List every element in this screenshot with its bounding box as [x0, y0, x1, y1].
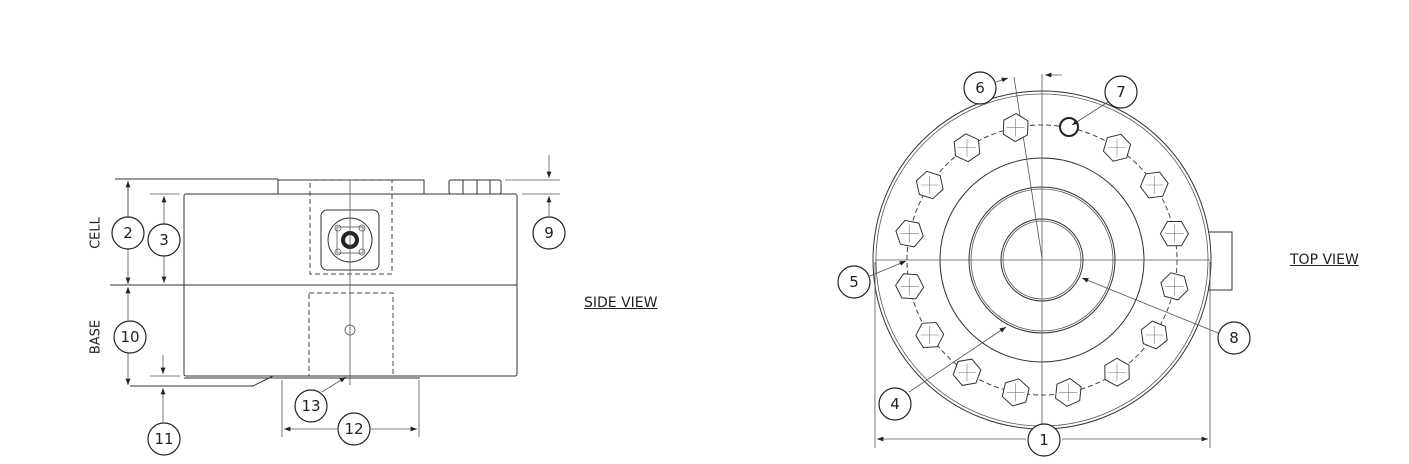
cell-label: CELL [89, 216, 104, 249]
side-view: CELL BASE 2 3 9 10 11 12 13 [89, 155, 566, 456]
svg-text:5: 5 [849, 273, 859, 291]
svg-text:10: 10 [120, 328, 139, 346]
callout-8: 8 [1217, 321, 1251, 355]
svg-text:8: 8 [1229, 329, 1239, 347]
svg-text:11: 11 [154, 430, 173, 448]
callout-4: 4 [878, 387, 912, 421]
top-view-label: TOP VIEW [1290, 252, 1359, 268]
callout-5: 5 [837, 265, 871, 299]
svg-text:1: 1 [1039, 431, 1049, 449]
callout-10: 10 [113, 320, 147, 354]
base-plate [130, 375, 420, 387]
top-view: 1 4 5 6 7 8 [837, 71, 1251, 457]
callout-13: 13 [294, 389, 328, 423]
side-view-label: SIDE VIEW [584, 295, 658, 311]
svg-text:3: 3 [159, 231, 169, 249]
callout-2: 2 [111, 216, 145, 250]
callout-3: 3 [147, 223, 181, 257]
callout-11: 11 [147, 422, 181, 456]
svg-text:4: 4 [890, 395, 900, 413]
callout-6: 6 [963, 71, 997, 105]
top-boss [277, 179, 425, 194]
callout-12: 12 [337, 412, 371, 446]
svg-text:6: 6 [975, 79, 985, 97]
svg-text:2: 2 [123, 224, 133, 242]
bolt-pattern [895, 113, 1189, 407]
pin-hole [1059, 117, 1079, 137]
side-fitting [1208, 231, 1233, 291]
callout-1: 1 [1027, 423, 1061, 457]
base-label: BASE [89, 320, 104, 354]
svg-text:13: 13 [301, 397, 320, 415]
upper-hidden-pocket [309, 179, 393, 275]
svg-text:12: 12 [344, 420, 363, 438]
callout-9: 9 [532, 216, 566, 250]
svg-text:9: 9 [544, 224, 554, 242]
svg-text:7: 7 [1116, 83, 1126, 101]
callout-7: 7 [1104, 75, 1138, 109]
hex-fitting [448, 179, 502, 195]
